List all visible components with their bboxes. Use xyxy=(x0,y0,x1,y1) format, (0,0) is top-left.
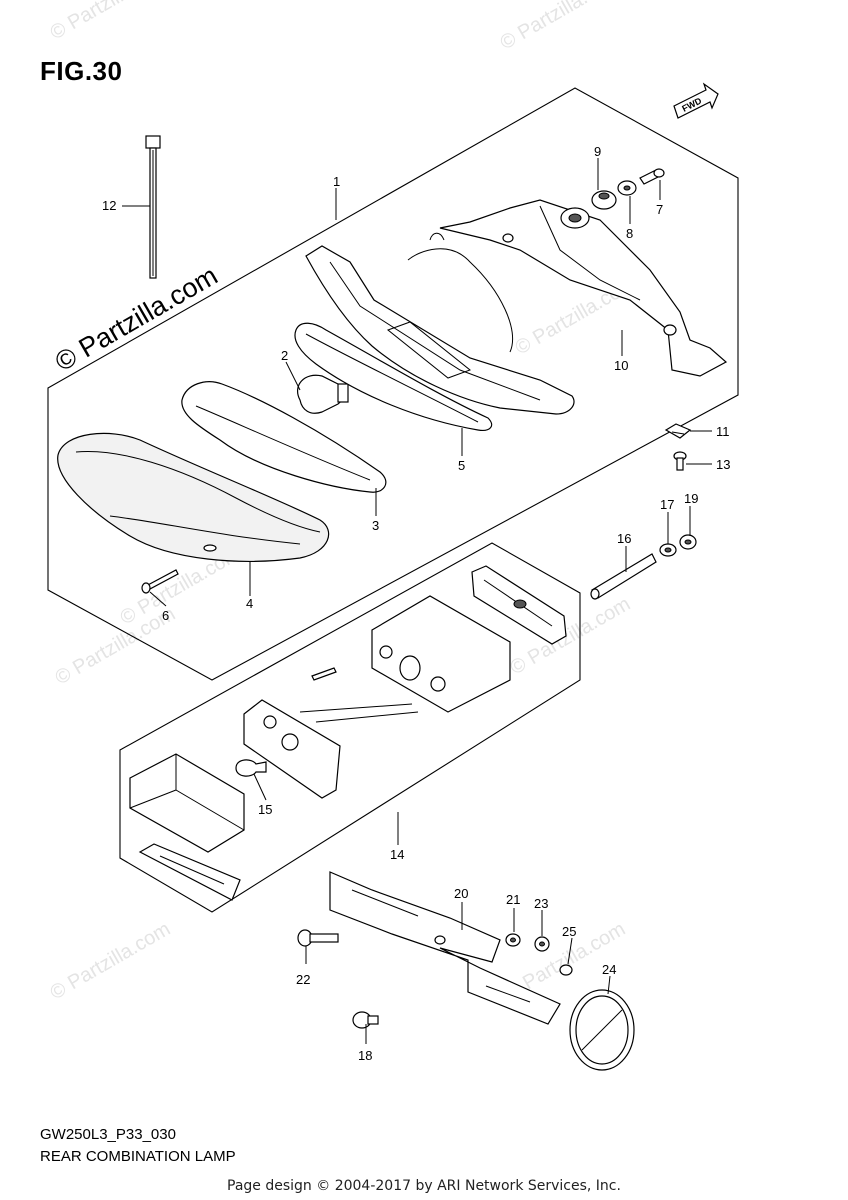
nut-clip-part xyxy=(664,423,692,439)
callout-22: 22 xyxy=(296,972,310,987)
callout-2: 2 xyxy=(281,348,288,363)
washer-part xyxy=(659,543,677,557)
callout-16: 16 xyxy=(617,531,631,546)
page-footer: Page design © 2004-2017 by ARI Network S… xyxy=(227,1178,621,1194)
callout-4: 4 xyxy=(246,596,253,611)
lamp-socket-part xyxy=(243,667,419,799)
watermark-faint: © Partzilla.com xyxy=(47,0,175,44)
license-lamp-gasket-part xyxy=(471,565,567,645)
figure-code: GW250L3_P33_030 xyxy=(40,1126,176,1143)
callout-17: 17 xyxy=(660,497,674,512)
callout-12: 12 xyxy=(102,198,116,213)
outer-lens-part xyxy=(57,432,330,562)
fwd-arrow-icon: FWD xyxy=(673,82,719,119)
reflector-part xyxy=(181,381,387,493)
grommet-part xyxy=(591,190,617,210)
nut-23-part xyxy=(534,936,550,952)
license-bracket-part xyxy=(329,871,561,1025)
bulb-part xyxy=(297,374,349,414)
assembly-14-frame xyxy=(119,542,581,913)
callout-19: 19 xyxy=(684,491,698,506)
screw-13-part xyxy=(673,451,687,471)
watermark-faint: © Partzilla.com xyxy=(497,0,625,54)
callout-25: 25 xyxy=(562,924,576,939)
callout-21: 21 xyxy=(506,892,520,907)
figure-name: REAR COMBINATION LAMP xyxy=(40,1148,236,1165)
collar-part xyxy=(617,180,637,196)
callout-1: 1 xyxy=(333,174,340,189)
figure-title: FIG.30 xyxy=(40,56,123,86)
callout-3: 3 xyxy=(372,518,379,533)
small-bulb-part xyxy=(235,759,267,777)
callout-20: 20 xyxy=(454,886,468,901)
watermark-faint: © Partzilla.com xyxy=(52,603,180,689)
cable-tie-part xyxy=(145,135,161,279)
callout-6: 6 xyxy=(162,608,169,623)
callout-13: 13 xyxy=(716,457,730,472)
callout-23: 23 xyxy=(534,896,548,911)
callout-10: 10 xyxy=(614,358,628,373)
callout-labels: 1 2 3 4 5 6 7 8 9 10 11 12 13 14 15 16 1… xyxy=(102,144,730,1063)
license-lamp-housing-part xyxy=(371,595,511,713)
shaft-part xyxy=(590,553,657,600)
assembly-1-frame xyxy=(47,87,739,681)
callout-18: 18 xyxy=(358,1048,372,1063)
callout-9: 9 xyxy=(594,144,601,159)
bolt-22-part xyxy=(297,929,339,947)
leader-lines xyxy=(122,158,712,1044)
washer-21-part xyxy=(505,933,521,947)
watermark-faint: © Partzilla.com xyxy=(47,918,175,1004)
reflex-reflector-part xyxy=(569,989,635,1071)
nut-25-part xyxy=(559,964,573,976)
screw-part xyxy=(639,168,665,185)
callout-14: 14 xyxy=(390,847,404,862)
license-lens-part xyxy=(129,753,245,853)
mounting-bracket-part xyxy=(439,199,728,377)
reflector-plate-part xyxy=(138,843,241,901)
callout-5: 5 xyxy=(458,458,465,473)
callout-24: 24 xyxy=(602,962,616,977)
watermark-main: © Partzilla.com xyxy=(50,260,223,377)
lamp-housing-part xyxy=(305,232,575,415)
callout-8: 8 xyxy=(626,226,633,241)
callout-15: 15 xyxy=(258,802,272,817)
screw-6-part xyxy=(141,569,179,594)
callout-11: 11 xyxy=(716,424,730,439)
nut-19-part xyxy=(679,534,697,550)
callout-7: 7 xyxy=(656,202,663,217)
